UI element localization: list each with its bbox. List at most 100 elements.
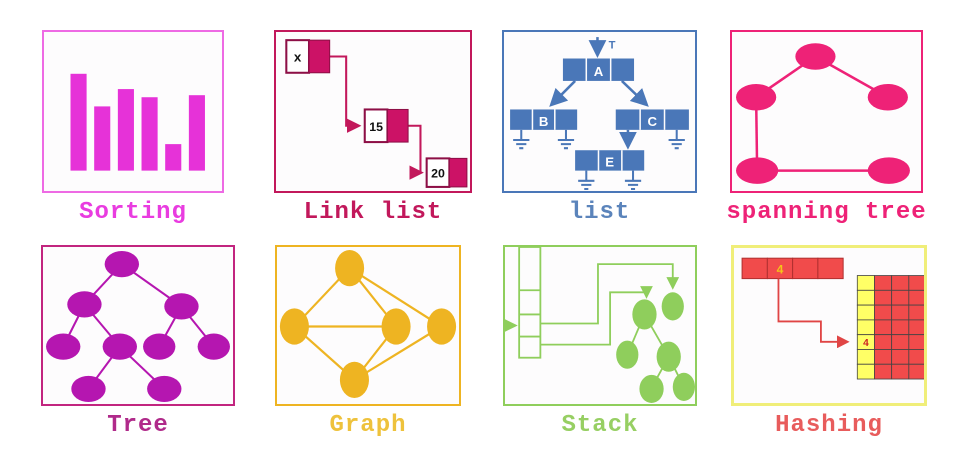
spanning-tree-diagram xyxy=(730,30,923,193)
hashing-table-cell xyxy=(908,289,924,306)
hashing-table-cell xyxy=(908,349,924,365)
panel-label-sorting: Sorting xyxy=(79,199,187,226)
stack-pointer-route-2 xyxy=(540,286,653,346)
sorting-bar xyxy=(94,106,111,171)
linklist-node-x: x xyxy=(285,39,331,74)
list-node-C-value: C xyxy=(648,114,658,129)
hashing-table-cell xyxy=(908,319,924,336)
hashing-table-cell xyxy=(891,363,910,380)
stack-cells xyxy=(518,247,542,359)
hashing-table-cell xyxy=(874,349,893,365)
linklist-node-15: 15 xyxy=(363,108,409,144)
hashing-table-cell xyxy=(874,363,893,380)
list-head-label: T xyxy=(609,39,616,51)
tree-edges xyxy=(62,263,215,390)
sorting-bar xyxy=(165,144,182,171)
list-node-B: B xyxy=(510,109,578,130)
list-null-grounds xyxy=(513,129,685,190)
tree-diagram xyxy=(41,245,235,406)
spanning-tree-svg xyxy=(736,43,910,184)
hashing-table-cell xyxy=(891,275,910,291)
tree-nodes xyxy=(46,251,230,402)
linklist-pointer-2 xyxy=(408,124,424,180)
stack-tree-nodes xyxy=(616,292,695,403)
hashing-table-cell xyxy=(891,334,910,350)
hashing-svg: 4 4 xyxy=(741,257,924,380)
sorting-bars xyxy=(70,73,205,171)
hashing-table-cell xyxy=(874,319,893,336)
panel-graph: Graph xyxy=(275,245,461,439)
sorting-bar xyxy=(188,95,205,171)
stack-svg xyxy=(505,247,695,403)
hashing-table-cell xyxy=(874,334,893,350)
hashing-table-cell xyxy=(874,289,893,306)
panel-spanning-tree: spanning tree xyxy=(726,30,926,226)
panel-sorting: Sorting xyxy=(42,30,224,226)
list-node-E-value: E xyxy=(605,155,614,170)
panel-label-stack: Stack xyxy=(561,412,639,439)
hashing-table-cell xyxy=(891,319,910,336)
sorting-bar xyxy=(70,73,87,171)
linklist-diagram: x 15 20 xyxy=(274,30,472,193)
panel-tree: Tree xyxy=(41,245,235,439)
panel-label-tree: Tree xyxy=(107,412,169,439)
list-diagram: T A B C xyxy=(502,30,697,193)
sorting-bar xyxy=(141,97,158,171)
list-node-B-value: B xyxy=(539,114,549,129)
hashing-diagram: 4 4 xyxy=(731,245,927,406)
linklist-node-20: 20 xyxy=(425,157,468,188)
hashing-table-cell xyxy=(856,304,875,321)
hashing-table-cell xyxy=(891,304,910,321)
linklist-svg: x 15 20 xyxy=(285,39,468,188)
hashing-arrow xyxy=(777,278,850,349)
panel-hashing: 4 4 Hashing xyxy=(731,245,927,439)
hashing-bucket-value: 4 xyxy=(863,338,869,349)
panel-label-spanning-tree: spanning tree xyxy=(726,199,927,226)
graph-nodes xyxy=(279,250,457,398)
list-node-C: C xyxy=(615,109,689,130)
hashing-table-cell xyxy=(891,349,910,365)
graph-diagram xyxy=(275,245,461,406)
stack-pointer-route-1 xyxy=(540,263,680,325)
hashing-table-cell xyxy=(856,349,875,365)
stack-diagram xyxy=(503,245,697,406)
hashing-table-cell xyxy=(908,334,924,350)
hashing-table-cell xyxy=(856,319,875,336)
hashing-table-cell xyxy=(874,304,893,321)
linklist-node-15-value: 15 xyxy=(369,120,383,134)
list-edge-A-B xyxy=(549,80,577,107)
spanning-tree-edges xyxy=(754,55,889,172)
spanning-tree-nodes xyxy=(736,43,910,184)
hashing-table-cell xyxy=(874,275,893,291)
panel-label-list: list xyxy=(568,199,631,226)
panel-stack: Stack xyxy=(503,245,697,439)
linklist-node-20-value: 20 xyxy=(431,167,445,181)
list-node-E: E xyxy=(575,150,645,171)
hashing-key-value: 4 xyxy=(777,262,784,276)
hashing-table-cell xyxy=(856,289,875,306)
list-node-A: A xyxy=(562,58,635,81)
hashing-table-cell xyxy=(856,275,875,291)
sorting-bar xyxy=(117,89,134,171)
hashing-table-cell xyxy=(891,289,910,306)
panel-label-graph: Graph xyxy=(329,412,407,439)
panel-label-hashing: Hashing xyxy=(775,412,883,439)
graph-edges xyxy=(293,267,443,381)
panel-list: T A B C xyxy=(502,30,697,226)
sorting-diagram xyxy=(42,30,224,193)
linklist-pointer-1 xyxy=(329,55,362,133)
list-node-A-value: A xyxy=(594,64,604,79)
linklist-node-x-value: x xyxy=(294,50,302,65)
hashing-table-cell xyxy=(856,363,875,380)
panel-label-linklist: Link list xyxy=(303,199,443,226)
graph-svg xyxy=(279,250,457,398)
list-svg: T A B C xyxy=(510,37,689,190)
hashing-table-cell xyxy=(908,363,924,380)
hashing-table-cell xyxy=(908,275,924,291)
hashing-key-array: 4 xyxy=(741,257,844,280)
tree-svg xyxy=(46,251,230,402)
hashing-table xyxy=(856,275,924,380)
hashing-table-cell xyxy=(908,304,924,321)
list-edge-A-C xyxy=(620,80,649,107)
panel-linklist: x 15 20 Link list xyxy=(274,30,472,226)
